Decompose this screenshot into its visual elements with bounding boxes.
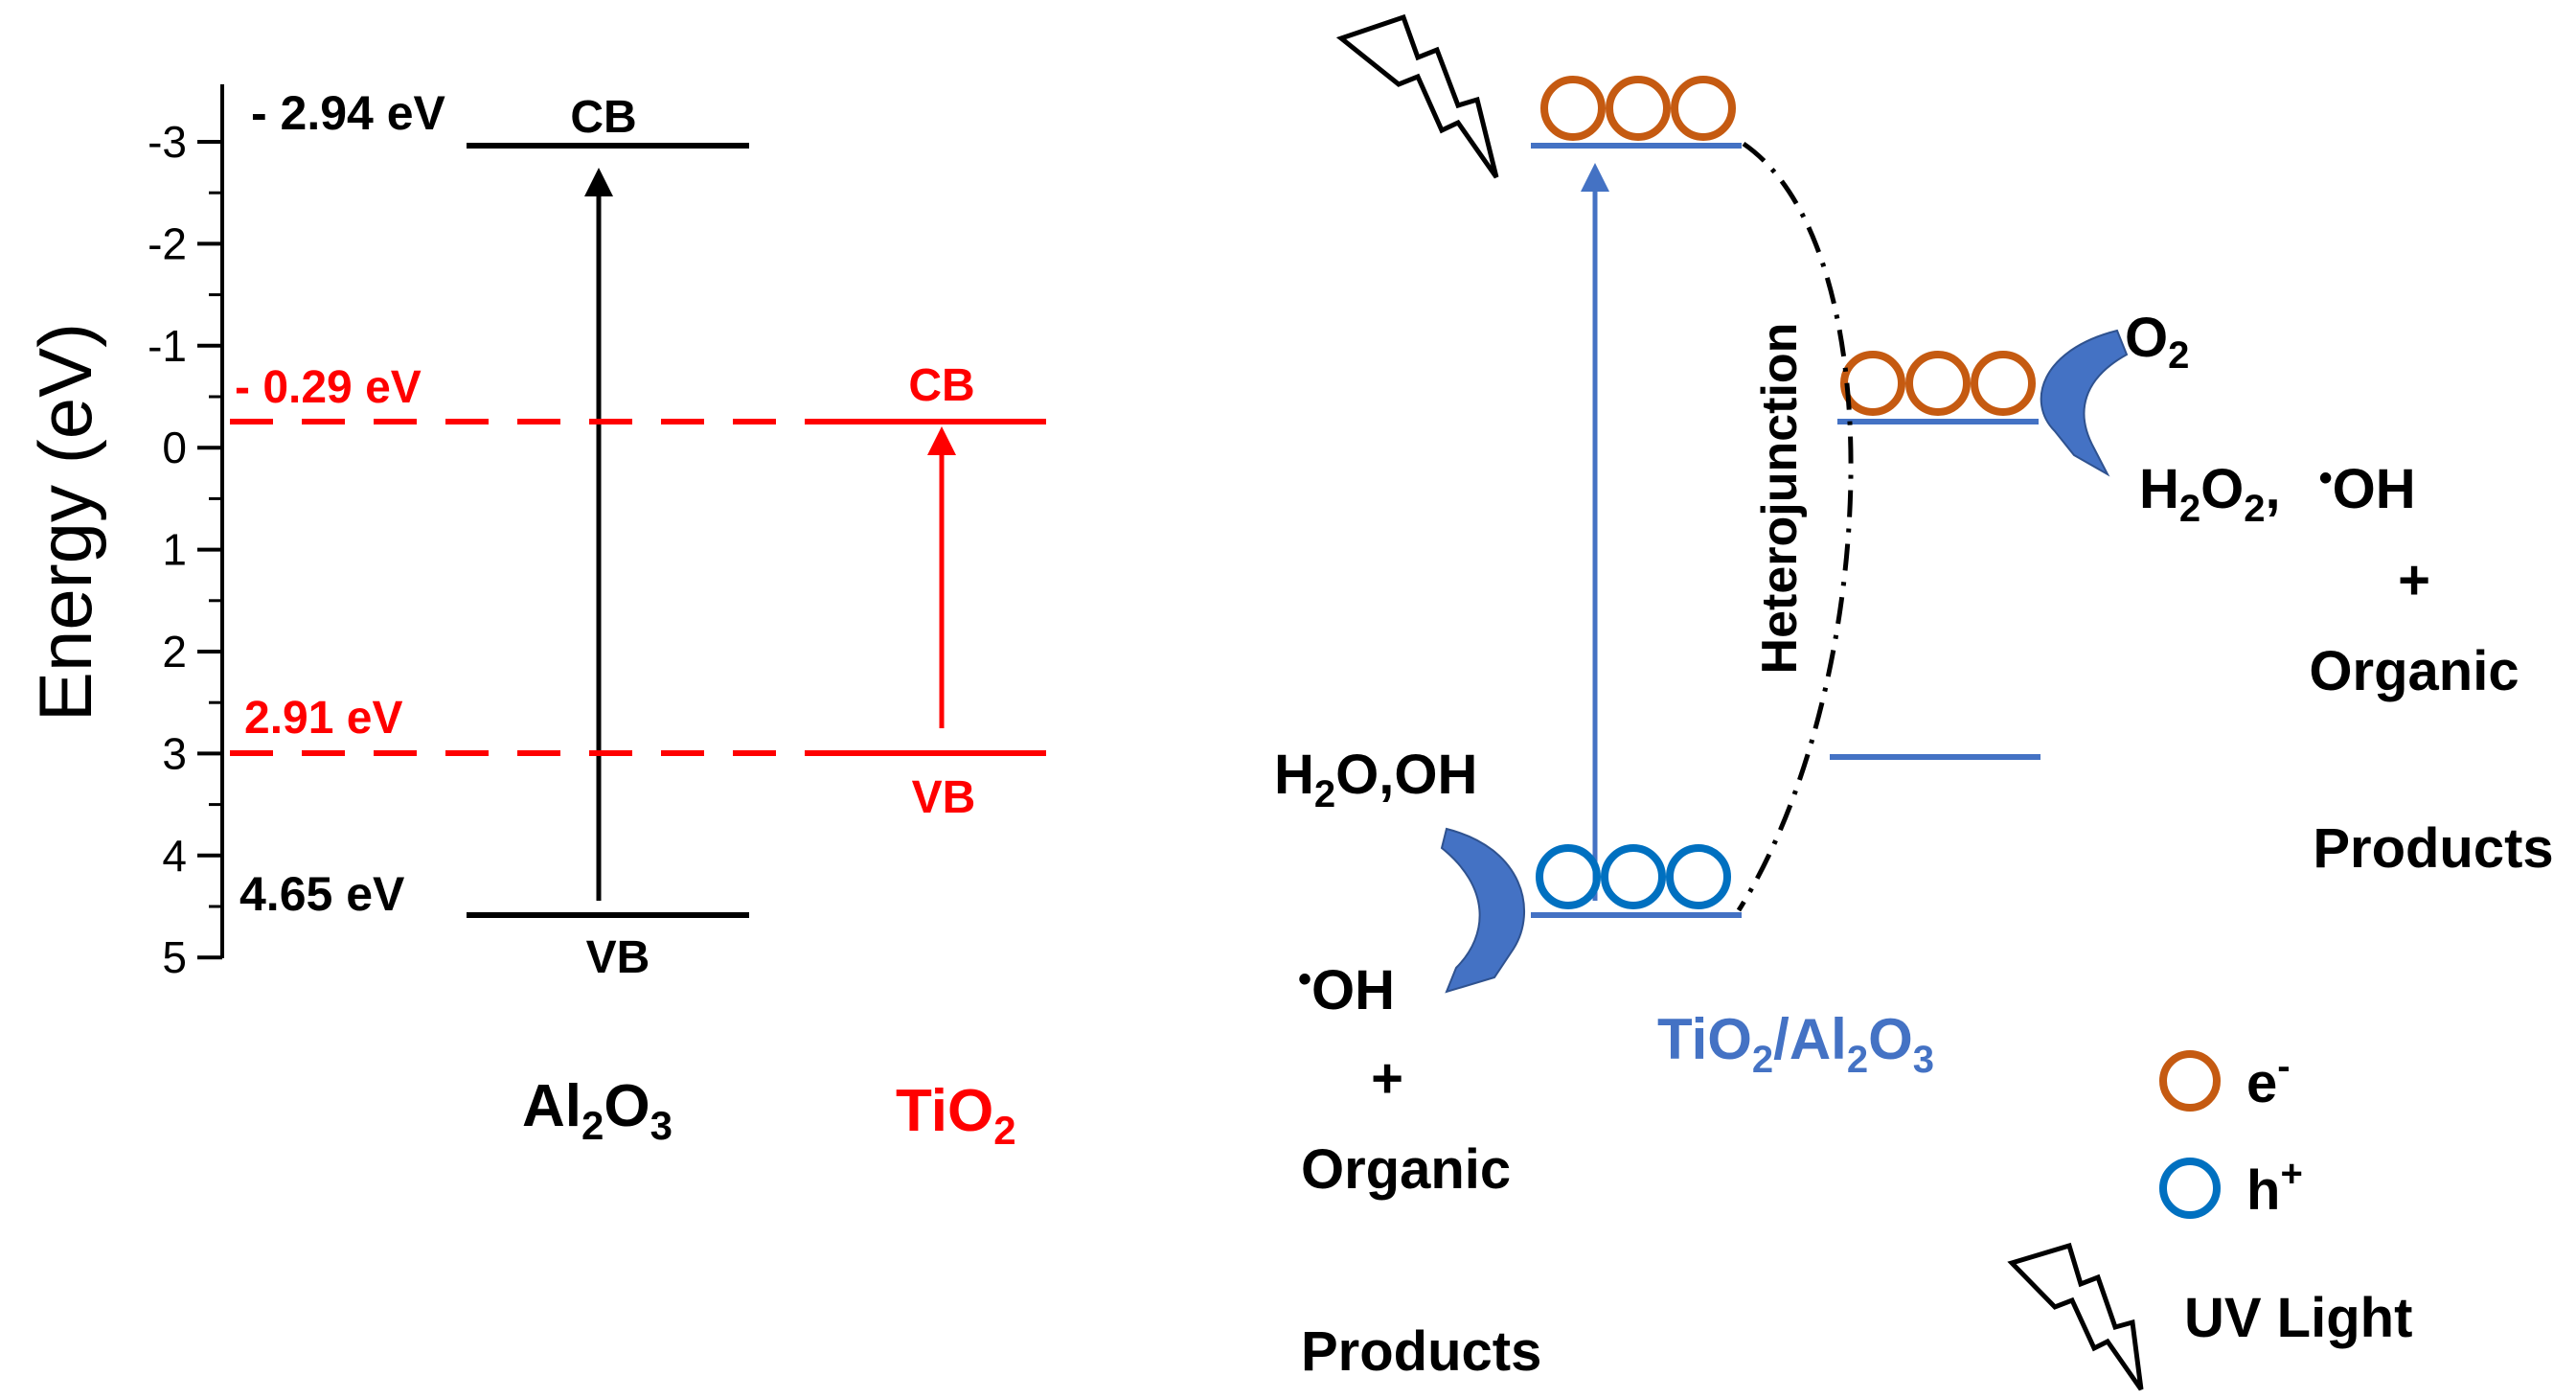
legend: e- h+ UV Light (2007, 1045, 2412, 1391)
axis-tick-label: -3 (148, 117, 187, 167)
legend-hole-label: h+ (2246, 1153, 2303, 1222)
al2o3-cb-energy-label: - 2.94 eV (251, 86, 446, 140)
legend-uv-light-label: UV Light (2184, 1287, 2412, 1349)
hole-group (1536, 844, 1731, 909)
tio2-vb-label: VB (912, 772, 976, 823)
electron-particle (1606, 76, 1671, 141)
axis-tick-label: 1 (162, 525, 187, 575)
h2o2-oh-label: H2O2,•OH (2139, 457, 2416, 530)
al2o3-vb-label: VB (586, 932, 650, 983)
h2o-oh-label: H2O,OH (1274, 744, 1477, 815)
axis-tick-label: 0 (162, 423, 187, 472)
electron-particle (1971, 351, 2036, 416)
hole-particle (1666, 844, 1731, 909)
h2o-oxidation-arrow (1440, 827, 1525, 994)
tio2-cb-label: CB (908, 360, 974, 411)
left-band-panel: -3 -2 -1 0 1 2 3 4 5 Energy (eV) - 2.94 eV CB 4.… (23, 84, 1046, 1153)
electron-group-tio2 (1840, 351, 2036, 416)
electron-particle (1671, 76, 1736, 141)
al2o3-cb-label: CB (570, 92, 636, 143)
hole-particle (1536, 844, 1601, 909)
uv-lightning-bolt-icon (2007, 1242, 2144, 1391)
composite-label: TiO2/Al2O3 (1657, 1007, 1934, 1081)
right-products-label: Products (2313, 817, 2553, 880)
tio2-vb-energy-label: 2.91 eV (244, 693, 402, 744)
axis-tick-label: 4 (162, 831, 187, 881)
electron-particle (1540, 76, 1606, 141)
hole-particle (1601, 844, 1666, 909)
o2-reduction-arrow (2040, 329, 2129, 477)
right-mechanism-panel: Heterojunction O2 H2O2,•OH + Organic Pro… (1274, 13, 2554, 1391)
right-plus-label: + (2398, 549, 2430, 611)
lightning-bolt-icon (1335, 13, 1499, 179)
legend-hole-icon (2159, 1158, 2221, 1219)
legend-electron-label: e- (2246, 1045, 2291, 1114)
al2o3-name: Al2O3 (522, 1073, 672, 1148)
axis-tick-label: 5 (162, 932, 187, 982)
heterojunction-label: Heterojunction (1752, 323, 1808, 675)
legend-electron-icon (2159, 1050, 2221, 1112)
axis-tick-label: 2 (162, 627, 187, 677)
electron-group-top (1540, 76, 1736, 141)
axis-tick-label: -1 (148, 321, 187, 371)
axis-tick-label: 3 (162, 728, 187, 778)
tio2-name: TiO2 (896, 1078, 1016, 1153)
oh-radical-label: •OH (1298, 958, 1395, 1021)
axis-tick-label: -2 (148, 218, 187, 268)
right-organic-label: Organic (2309, 640, 2519, 702)
electron-particle (1905, 351, 1971, 416)
energy-axis-ticks: -3 -2 -1 0 1 2 3 4 5 (148, 117, 222, 982)
tio2-cb-energy-label: - 0.29 eV (235, 362, 422, 413)
energy-axis-label: Energy (eV) (23, 323, 107, 722)
left-organic-label: Organic (1301, 1138, 1511, 1201)
o2-label: O2 (2125, 307, 2189, 377)
electron-particle (1840, 351, 1905, 416)
left-plus-label: + (1371, 1047, 1403, 1110)
left-products-label: Products (1301, 1320, 1541, 1383)
al2o3-vb-energy-label: 4.65 eV (239, 867, 405, 921)
